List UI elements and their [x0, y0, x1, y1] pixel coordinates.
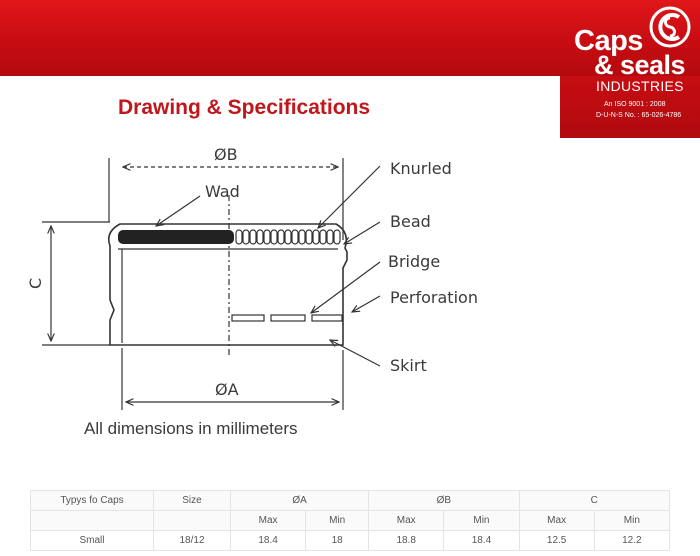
- knurled-leader: [318, 165, 381, 228]
- wad-leader: [156, 195, 201, 226]
- dimensions-note: All dimensions in millimeters: [84, 419, 298, 438]
- knurled-label: Knurled: [390, 159, 452, 178]
- subheader-a-max: Max: [229, 510, 307, 531]
- cell-c-min: 12.2: [593, 530, 671, 551]
- phi-b-label: ØB: [214, 145, 238, 164]
- col-header-phi-a: ØA: [229, 490, 370, 511]
- subheader-c-min: Min: [593, 510, 671, 531]
- wad-label: Wad: [205, 182, 240, 201]
- header-banner: [0, 0, 700, 76]
- cell-b-min: 18.4: [443, 530, 520, 551]
- specifications-table: Typys fo Caps Size ØA ØB C Max Min Max M…: [30, 490, 671, 551]
- logo-band: [560, 76, 700, 138]
- subheader-a-min: Min: [305, 510, 370, 531]
- cell-c-max: 12.5: [518, 530, 595, 551]
- brand-name-caps: Caps: [574, 25, 643, 57]
- empty-cell: [30, 510, 154, 531]
- page-title: Drawing & Specifications: [118, 96, 371, 119]
- table-subheader-row: Max Min Max Min Max Min: [30, 510, 671, 531]
- bead-label: Bead: [390, 212, 431, 231]
- duns-number: D-U-N-S No. : 65-026-4786: [596, 112, 682, 119]
- cell-size: 18/12: [153, 530, 231, 551]
- col-header-size: Size: [153, 490, 231, 511]
- knurled-coils: [235, 229, 341, 245]
- col-header-phi-b: ØB: [368, 490, 520, 511]
- skirt-leader: [330, 340, 381, 367]
- cell-b-max: 18.8: [368, 530, 445, 551]
- cell-a-min: 18: [305, 530, 370, 551]
- cs-monogram-icon: [649, 6, 691, 48]
- cap-outline: [107, 223, 348, 346]
- perforation-label: Perforation: [390, 288, 478, 307]
- bead-leader: [344, 221, 381, 244]
- table-header-row: Typys fo Caps Size ØA ØB C: [30, 490, 671, 511]
- perforation-leader: [352, 295, 381, 312]
- cell-type: Small: [30, 530, 154, 551]
- iso-certification: An ISO 9001 : 2008: [604, 101, 666, 108]
- brand-name-industries: INDUSTRIES: [596, 78, 684, 94]
- col-header-c: C: [518, 490, 671, 511]
- skirt-label: Skirt: [390, 356, 427, 375]
- subheader-b-min: Min: [443, 510, 520, 531]
- phi-a-label: ØA: [215, 380, 239, 399]
- c-label: C: [26, 278, 45, 289]
- content-panel: [0, 76, 560, 556]
- perforation-slots: [231, 314, 343, 322]
- empty-cell: [153, 510, 231, 531]
- subheader-c-max: Max: [518, 510, 595, 531]
- wad-liner: [118, 230, 234, 244]
- cell-a-max: 18.4: [229, 530, 307, 551]
- bridge-label: Bridge: [388, 252, 440, 271]
- table-row: Small 18/12 18.4 18 18.8 18.4 12.5 12.2: [30, 530, 671, 551]
- bridge-leader: [311, 261, 381, 313]
- col-header-type: Typys fo Caps: [30, 490, 154, 511]
- subheader-b-max: Max: [368, 510, 445, 531]
- cap-technical-drawing: ØB Wad Knurled Bead Bridge Perforation S…: [26, 145, 478, 410]
- brand-name-seals: & seals: [594, 50, 686, 80]
